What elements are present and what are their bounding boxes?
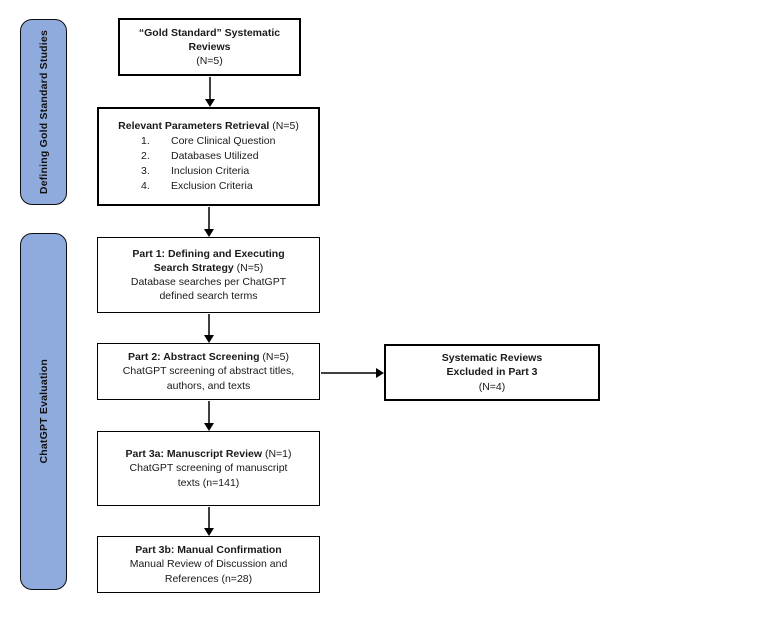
arrow-down-icon bbox=[203, 423, 214, 431]
box-part3b-manual-confirmation: Part 3b: Manual Confirmation Manual Revi… bbox=[97, 536, 320, 593]
list-item-number: 3. bbox=[141, 165, 150, 178]
box-part3a-body-line2: texts (n=141) bbox=[177, 476, 240, 489]
list-item-text: Databases Utilized bbox=[171, 150, 259, 163]
parameters-list: 1. Core Clinical Question 2. Databases U… bbox=[105, 134, 312, 194]
box-excluded-reviews: Systematic Reviews Excluded in Part 3 (N… bbox=[384, 344, 600, 401]
list-item-text: Exclusion Criteria bbox=[171, 179, 253, 192]
box-gold-standard-reviews: “Gold Standard” Systematic Reviews (N=5) bbox=[118, 18, 301, 76]
box-part2-count: (N=5) bbox=[262, 351, 289, 364]
box-part3a-title: Part 3a: Manuscript Review bbox=[125, 448, 263, 461]
box-part3a-title-line: Part 3a: Manuscript Review (N=1) bbox=[104, 447, 313, 461]
box-part2-title: Part 2: Abstract Screening bbox=[128, 351, 260, 364]
list-item-text: Core Clinical Question bbox=[171, 135, 276, 148]
box-gold-standard-count: (N=5) bbox=[196, 55, 223, 68]
arrow-down-icon bbox=[204, 99, 215, 107]
box-part1-body-line2: defined search terms bbox=[159, 290, 258, 303]
box-part1-title-line1: Part 1: Defining and Executing bbox=[132, 247, 285, 260]
box-part1-title-line2: Search Strategy (N=5) bbox=[153, 261, 264, 274]
box-part2-body-line1: ChatGPT screening of abstract titles, bbox=[122, 365, 295, 378]
arrow-down-icon bbox=[203, 229, 214, 237]
list-item-text: Inclusion Criteria bbox=[171, 165, 250, 178]
arrow-right-icon bbox=[376, 368, 384, 378]
box-relevant-parameters: Relevant Parameters Retrieval (N=5) 1. C… bbox=[97, 107, 320, 206]
box-relevant-parameters-title-line: Relevant Parameters Retrieval (N=5) bbox=[105, 119, 312, 133]
arrow-line bbox=[208, 507, 210, 528]
box-part3a-manuscript-review: Part 3a: Manuscript Review (N=1) ChatGPT… bbox=[97, 431, 320, 506]
box-excluded-title-line1: Systematic Reviews bbox=[441, 352, 543, 365]
box-part3a-body-line1: ChatGPT screening of manuscript bbox=[129, 462, 288, 475]
list-item-number: 4. bbox=[141, 179, 150, 192]
box-excluded-count: (N=4) bbox=[478, 380, 506, 393]
arrow-line bbox=[208, 207, 210, 229]
arrow-line bbox=[208, 314, 210, 335]
phase-label-chatgpt-evaluation-text: ChatGPT Evaluation bbox=[37, 359, 50, 464]
arrow-line bbox=[208, 401, 210, 423]
box-relevant-parameters-title: Relevant Parameters Retrieval bbox=[118, 120, 270, 133]
box-excluded-title-line2: Excluded in Part 3 bbox=[446, 366, 538, 379]
box-part2-abstract-screening: Part 2: Abstract Screening (N=5) ChatGPT… bbox=[97, 343, 320, 400]
list-item: 1. Core Clinical Question bbox=[105, 134, 312, 149]
phase-label-defining-gold-standard: Defining Gold Standard Studies bbox=[20, 19, 67, 205]
box-part3b-body-line1: Manual Review of Discussion and bbox=[129, 558, 288, 571]
list-item: 3. Inclusion Criteria bbox=[105, 164, 312, 179]
box-part2-title-line: Part 2: Abstract Screening (N=5) bbox=[104, 350, 313, 364]
box-part2-body-line2: authors, and texts bbox=[166, 379, 251, 392]
list-item: 4. Exclusion Criteria bbox=[105, 179, 312, 194]
box-gold-standard-title-line2: Reviews bbox=[188, 40, 231, 53]
box-part1-body-line1: Database searches per ChatGPT bbox=[130, 276, 287, 288]
box-part1-count: (N=5) bbox=[236, 261, 264, 274]
box-part3b-body-line2: References (n=28) bbox=[164, 572, 253, 585]
arrow-line bbox=[321, 372, 376, 374]
box-gold-standard-title-line1: “Gold Standard” Systematic bbox=[138, 26, 281, 39]
list-item-number: 2. bbox=[141, 150, 150, 163]
list-item-number: 1. bbox=[141, 135, 150, 148]
arrow-down-icon bbox=[203, 335, 214, 343]
arrow-line bbox=[209, 77, 211, 99]
box-relevant-parameters-count: (N=5) bbox=[272, 120, 299, 133]
list-item: 2. Databases Utilized bbox=[105, 149, 312, 164]
phase-label-defining-gold-standard-text: Defining Gold Standard Studies bbox=[37, 29, 50, 195]
box-part3b-title: Part 3b: Manual Confirmation bbox=[135, 544, 282, 557]
phase-label-chatgpt-evaluation: ChatGPT Evaluation bbox=[20, 233, 67, 590]
box-part1-search-strategy: Part 1: Defining and Executing Search St… bbox=[97, 237, 320, 313]
arrow-down-icon bbox=[203, 528, 214, 536]
box-part3a-count: (N=1) bbox=[264, 448, 292, 461]
